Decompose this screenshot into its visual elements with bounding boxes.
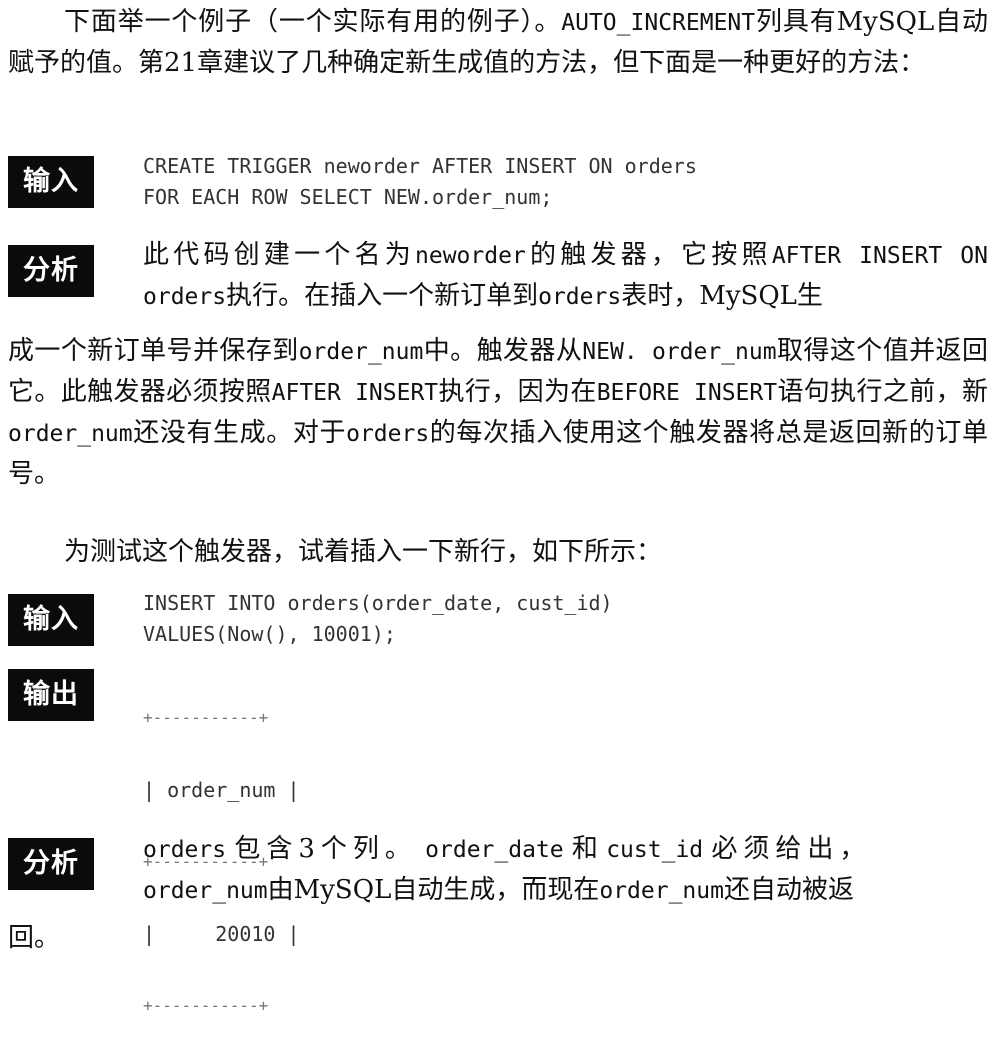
code-span: NEW. order_num — [582, 339, 777, 365]
text-span: 包含3个列。 — [234, 834, 417, 864]
text-span: 语句执行之前，新 — [777, 377, 988, 407]
text-span: 还没有生成。对于 — [132, 418, 347, 448]
input-badge: 输入 — [8, 594, 94, 646]
code-span: cust_id — [606, 837, 704, 863]
paragraph-tail: 回。 — [8, 923, 61, 953]
text-span: 的触发器，它按照 — [525, 240, 772, 270]
code-span: order_num — [298, 339, 424, 365]
code-line: FOR EACH ROW SELECT NEW.order_num; — [143, 185, 553, 209]
paragraph-test: 为测试这个触发器，试着插入一下新行，如下所示： — [64, 537, 663, 567]
code-span: BEFORE INSERT — [596, 380, 778, 406]
code-span: order_num — [599, 878, 724, 904]
text-span: 表时，MySQL生 — [621, 281, 823, 311]
code-span: orders — [143, 837, 227, 863]
paragraph-intro: 下面举一个例子（一个实际有用的例子）。AUTO_INCREMENT列具有MySQ… — [8, 2, 988, 83]
text-span: 和 — [571, 834, 598, 864]
table-border: +-----------+ — [143, 708, 269, 727]
code-span: order_num — [143, 878, 268, 904]
table-row: | 20010 | — [143, 922, 300, 946]
code-line: INSERT INTO orders(order_date, cust_id) — [143, 591, 613, 615]
code-span: order_num — [8, 421, 133, 447]
text-span: 由MySQL自动生成，而现在 — [267, 875, 600, 905]
code-span: AFTER INSERT — [271, 380, 439, 406]
analysis-text-2: orders 包含3个列。 order_date 和 cust_id 必须给出，… — [143, 829, 988, 911]
intro-text-1: 下面举一个例子（一个实际有用的例子）。 — [64, 7, 562, 37]
code-span: order_date — [425, 837, 564, 863]
analysis-badge: 分析 — [8, 838, 94, 890]
table-header: | order_num | — [143, 778, 300, 802]
input-badge: 输入 — [8, 156, 94, 208]
code-block-trigger: CREATE TRIGGER neworder AFTER INSERT ON … — [143, 151, 697, 213]
text-span: 还自动被返 — [723, 875, 854, 905]
text-span: 执行。在插入一个新订单到 — [226, 281, 539, 311]
code-auto-increment: AUTO_INCREMENT — [561, 10, 756, 36]
code-span: AFTER INSERT ON orders — [143, 243, 988, 310]
code-block-insert: INSERT INTO orders(order_date, cust_id) … — [143, 588, 613, 650]
table-border: +-----------+ — [143, 852, 269, 871]
code-span: orders — [346, 421, 430, 447]
analysis-badge: 分析 — [8, 245, 94, 297]
text-span: 取得这个值并返回它。此触发器必须按照 — [8, 336, 988, 407]
intro-text-2: 列具有MySQL自动赋予的值。第21章建议了几种确定新生成值的方法，但下面是一种… — [8, 7, 988, 78]
code-span: neworder — [415, 243, 526, 269]
analysis-text-1: 此代码创建一个名为neworder的触发器，它按照AFTER INSERT ON… — [143, 235, 988, 317]
text-span: 必须给出， — [711, 834, 872, 864]
paragraph-explanation: 成一个新订单号并保存到order_num中。触发器从NEW. order_num… — [8, 331, 988, 494]
text-span: 成一个新订单号并保存到 — [8, 336, 299, 366]
text-span: 执行，因为在 — [438, 377, 597, 407]
text-span: 中。触发器从 — [423, 336, 583, 366]
text-span: 此代码创建一个名为 — [143, 240, 416, 270]
output-badge: 输出 — [8, 669, 94, 721]
table-border: +-----------+ — [143, 996, 269, 1015]
code-line: VALUES(Now(), 10001); — [143, 622, 396, 646]
text-span: 的每次插入使用这个触发器将总是返回新的订单号。 — [8, 418, 988, 489]
code-span: orders — [538, 284, 622, 310]
code-line: CREATE TRIGGER neworder AFTER INSERT ON … — [143, 154, 697, 178]
